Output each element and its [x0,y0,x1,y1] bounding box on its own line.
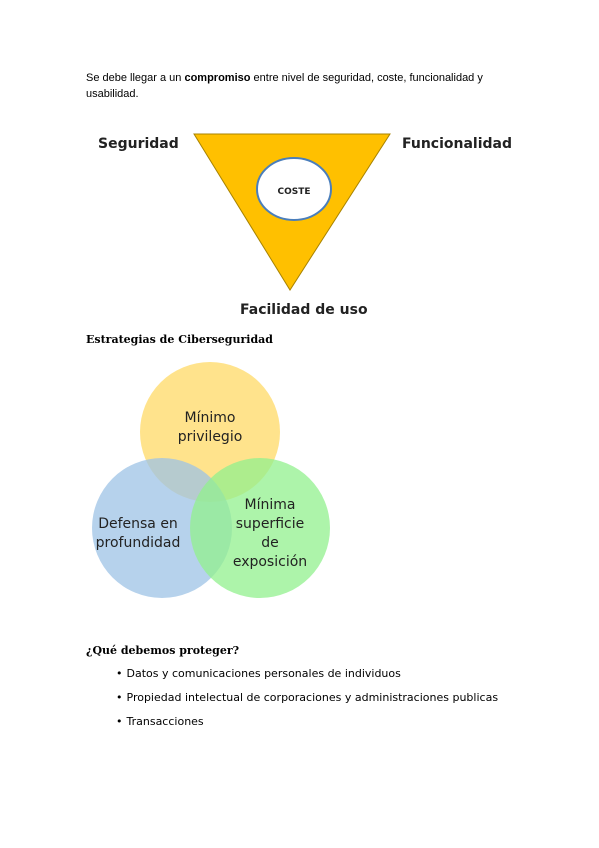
label-funcionalidad: Funcionalidad [402,136,513,152]
list-item-text: Propiedad intelectual de corporaciones y… [126,691,499,704]
list-item: •Transacciones [116,714,498,738]
list-item: •Datos y comunicaciones personales de in… [116,666,498,690]
list-item-text: Datos y comunicaciones personales de ind… [126,667,401,680]
list-item-text: Transacciones [126,715,204,728]
venn-label-minima-line4: exposición [233,554,307,570]
venn-label-minimo-line2: privilegio [178,429,243,445]
bullet-icon: • [116,667,123,680]
venn-label-minima-line2: superficie [236,516,304,532]
bullet-icon: • [116,691,123,704]
venn-label-minimo-line1: Mínimo [185,410,236,426]
bullet-icon: • [116,715,123,728]
protect-heading: ¿Qué debemos proteger? [86,644,240,657]
tradeoff-triangle-svg: COSTE [193,133,391,291]
venn-circle-defensa-profundidad [92,458,232,598]
list-item: •Propiedad intelectual de corporaciones … [116,690,498,714]
strategies-heading: Estrategias de Ciberseguridad [86,333,273,346]
venn-label-defensa-line1: Defensa en [98,516,178,532]
intro-paragraph: Se debe llegar a un compromiso entre niv… [86,70,526,102]
strategies-venn-diagram: Mínimo privilegio Defensa en profundidad… [80,360,360,610]
label-facilidad-de-uso: Facilidad de uso [240,302,368,318]
venn-circle-minima-superficie [190,458,330,598]
protect-list: •Datos y comunicaciones personales de in… [116,666,498,738]
venn-label-defensa-line2: profundidad [96,535,181,551]
venn-svg: Mínimo privilegio Defensa en profundidad… [92,362,330,598]
intro-bold-word: compromiso [184,72,251,84]
intro-text-before: Se debe llegar a un [86,72,185,84]
label-seguridad: Seguridad [98,136,179,152]
coste-label: COSTE [277,187,310,197]
tradeoff-diagram: COSTE Seguridad Funcionalidad Facilidad … [0,0,599,330]
venn-label-minima-line3: de [261,535,279,551]
venn-label-minima-line1: Mínima [245,497,296,513]
intro-text-after: entre nivel de seguridad, coste, funcion… [86,72,483,100]
coste-ellipse [256,157,332,221]
